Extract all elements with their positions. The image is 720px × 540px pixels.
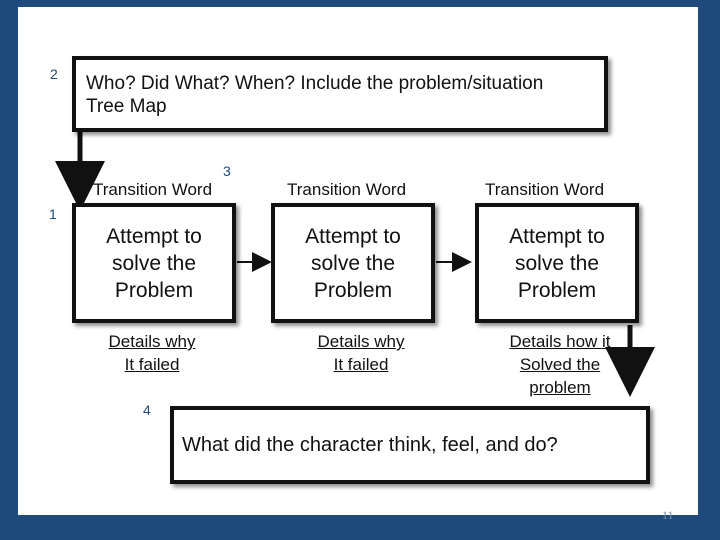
page-number: 11 — [662, 508, 674, 522]
details-2: Details why It failed — [317, 332, 405, 374]
attempt-text-1: Attempt to solve the Problem — [106, 224, 202, 302]
transition-word-2: Transition Word — [287, 180, 407, 199]
step-number-3: 3 — [223, 163, 231, 179]
attempt-box-1 — [72, 203, 236, 323]
step-number-4: 4 — [143, 402, 151, 418]
details-3: Details how it Solved the problem — [509, 332, 611, 397]
header-line-2: Tree Map — [86, 96, 167, 117]
transition-word-1: Transition Word — [93, 180, 213, 199]
attempt-text-2: Attempt to solve the Problem — [305, 224, 401, 302]
attempt-text-3: Attempt to solve the Problem — [509, 224, 605, 302]
attempt-box-3 — [475, 203, 639, 323]
details-1: Details why It failed — [108, 332, 196, 374]
header-box: Who? Did What? When? Include the problem… — [72, 56, 608, 132]
step-number-1: 1 — [49, 206, 57, 222]
bottom-box: What did the character think, feel, and … — [170, 406, 650, 484]
attempt-box-2 — [271, 203, 435, 323]
header-line-1: Who? Did What? When? Include the problem… — [86, 73, 544, 94]
step-number-2: 2 — [50, 66, 58, 82]
bottom-box-text: What did the character think, feel, and … — [182, 433, 558, 456]
transition-word-3: Transition Word — [485, 180, 605, 199]
